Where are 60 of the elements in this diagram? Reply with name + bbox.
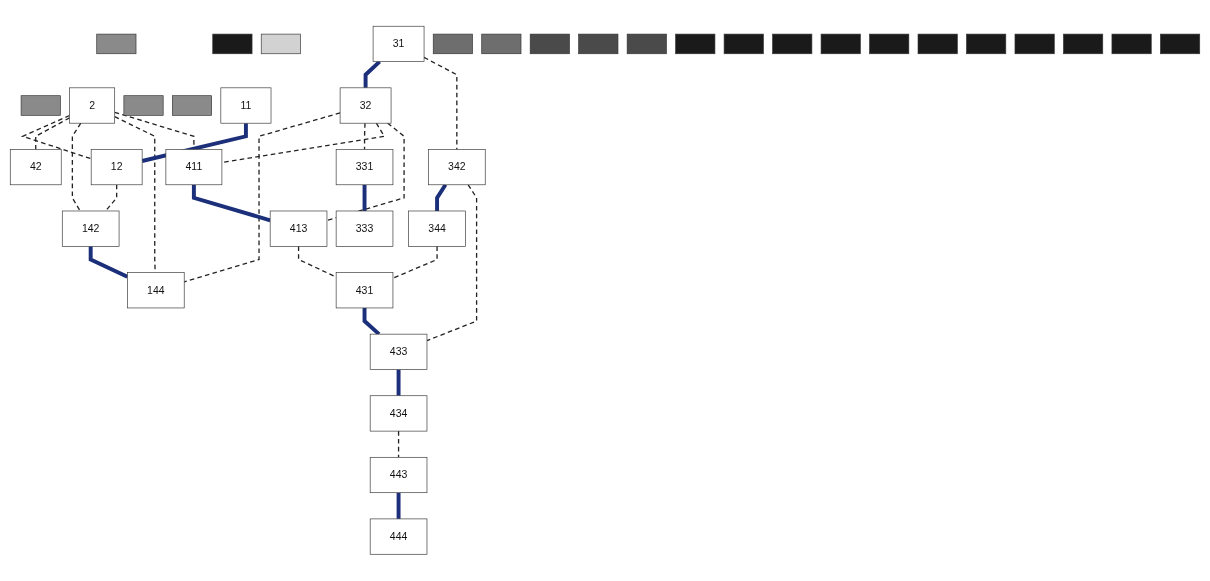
connector (35, 117, 71, 151)
connector (362, 308, 381, 336)
node-box (172, 95, 212, 116)
node-box: 12 (90, 149, 143, 186)
node-box (1160, 34, 1201, 55)
connector (396, 492, 401, 520)
node-box (723, 34, 764, 55)
node-box: 333 (335, 210, 394, 247)
node-box (123, 95, 164, 116)
node-box (1063, 34, 1104, 55)
node-box (212, 34, 253, 55)
node-box: 331 (335, 149, 394, 186)
node-box (966, 34, 1007, 55)
node-box (626, 34, 667, 55)
connector (362, 185, 367, 212)
connector (396, 369, 401, 396)
node-box: 411 (165, 149, 223, 186)
node-box: 2 (69, 87, 116, 124)
node-box (260, 34, 301, 55)
node-box: 443 (369, 457, 428, 494)
node-box: 344 (408, 210, 466, 247)
connector (423, 56, 458, 151)
node-box: 42 (9, 149, 62, 186)
node-box: 11 (220, 87, 272, 124)
node-box (20, 95, 61, 116)
connector (297, 245, 337, 278)
node-box (917, 34, 958, 55)
connector (104, 184, 118, 212)
node-box: 144 (127, 272, 185, 309)
connector (221, 122, 386, 164)
node-box (772, 34, 813, 55)
node-box (675, 34, 716, 55)
connector (426, 184, 478, 342)
node-box: 413 (269, 210, 328, 247)
node-box (820, 34, 861, 55)
node-box: 444 (369, 518, 428, 555)
connector (88, 246, 129, 279)
node-box (481, 34, 522, 55)
node-box (869, 34, 910, 55)
node-box: 434 (369, 395, 428, 432)
node-box (1014, 34, 1055, 55)
node-box (432, 34, 473, 55)
node-box: 433 (369, 334, 428, 371)
connector (392, 245, 438, 280)
node-box: 431 (335, 272, 394, 309)
node-box (1111, 34, 1152, 55)
connector (397, 430, 400, 459)
connector (191, 185, 271, 223)
node-box: 342 (428, 149, 486, 186)
connector (363, 122, 366, 151)
connector (363, 60, 381, 89)
connector (183, 112, 341, 283)
connector (20, 115, 92, 160)
node-box: 142 (61, 210, 120, 247)
node-box (578, 34, 619, 55)
node-box: 31 (372, 26, 425, 63)
node-box (96, 34, 137, 55)
node-box (529, 34, 570, 55)
node-box: 32 (339, 87, 392, 124)
connector (71, 122, 82, 212)
